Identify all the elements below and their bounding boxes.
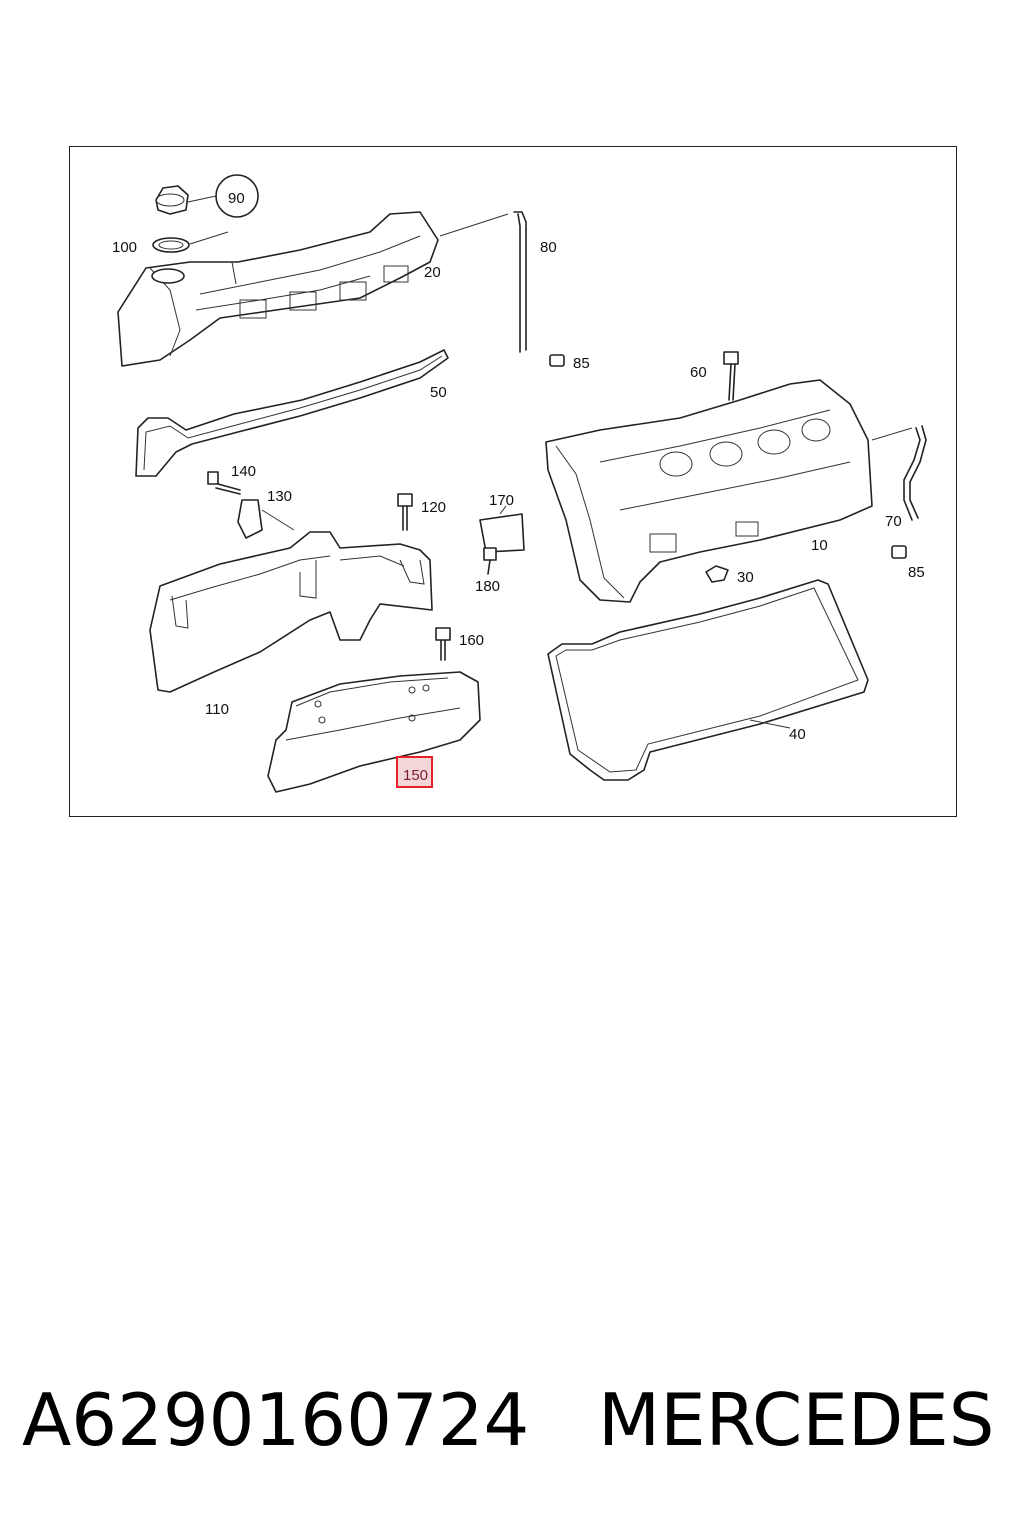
label-140[interactable]: 140: [231, 463, 256, 480]
highlight-box: [396, 756, 433, 788]
label-30[interactable]: 30: [737, 569, 754, 586]
bracket-170-drawing: [479, 513, 525, 553]
caption: A6290160724 MERCEDES: [0, 1370, 1024, 1470]
label-90[interactable]: 90: [228, 190, 245, 207]
cover-upper-drawing: [117, 211, 439, 367]
label-85-top[interactable]: 85: [573, 355, 590, 372]
brand-name: MERCEDES: [598, 1378, 995, 1462]
label-180[interactable]: 180: [475, 578, 500, 595]
label-10[interactable]: 10: [811, 537, 828, 554]
label-130[interactable]: 130: [267, 488, 292, 505]
label-160[interactable]: 160: [459, 632, 484, 649]
gasket-upper-drawing: [135, 349, 449, 477]
bolt-60-drawing: [723, 351, 739, 401]
label-120[interactable]: 120: [421, 499, 446, 516]
label-40[interactable]: 40: [789, 726, 806, 743]
label-110[interactable]: 110: [205, 701, 229, 718]
vent-tube-drawing: [439, 211, 527, 353]
clamp-top-drawing: [549, 354, 565, 367]
label-85-bottom[interactable]: 85: [908, 564, 925, 581]
clamp-lower-drawing: [891, 545, 907, 559]
cover-lower-drawing: [545, 379, 873, 603]
oil-cap-drawing: [155, 185, 189, 215]
label-20[interactable]: 20: [424, 264, 441, 281]
label-50[interactable]: 50: [430, 384, 447, 401]
heat-shield-150-drawing: [267, 671, 481, 793]
clip-130-drawing: [237, 499, 295, 539]
label-150[interactable]: 150: [403, 767, 428, 784]
bolt-140-drawing: [207, 471, 241, 495]
label-100[interactable]: 100: [112, 239, 137, 256]
bolt-160-drawing: [435, 627, 451, 661]
gasket-lower-drawing: [547, 579, 869, 781]
label-80[interactable]: 80: [540, 239, 557, 256]
breather-hose-drawing: [871, 425, 927, 521]
label-60[interactable]: 60: [690, 364, 707, 381]
seal-ring-drawing: [152, 237, 190, 253]
label-70[interactable]: 70: [885, 513, 902, 530]
bolt-120-drawing: [397, 493, 413, 531]
small-seal-drawing: [705, 565, 729, 583]
part-number: A6290160724: [22, 1378, 530, 1462]
screw-180-drawing: [483, 547, 497, 575]
heat-shield-110-drawing: [149, 531, 433, 693]
label-170[interactable]: 170: [489, 492, 514, 509]
